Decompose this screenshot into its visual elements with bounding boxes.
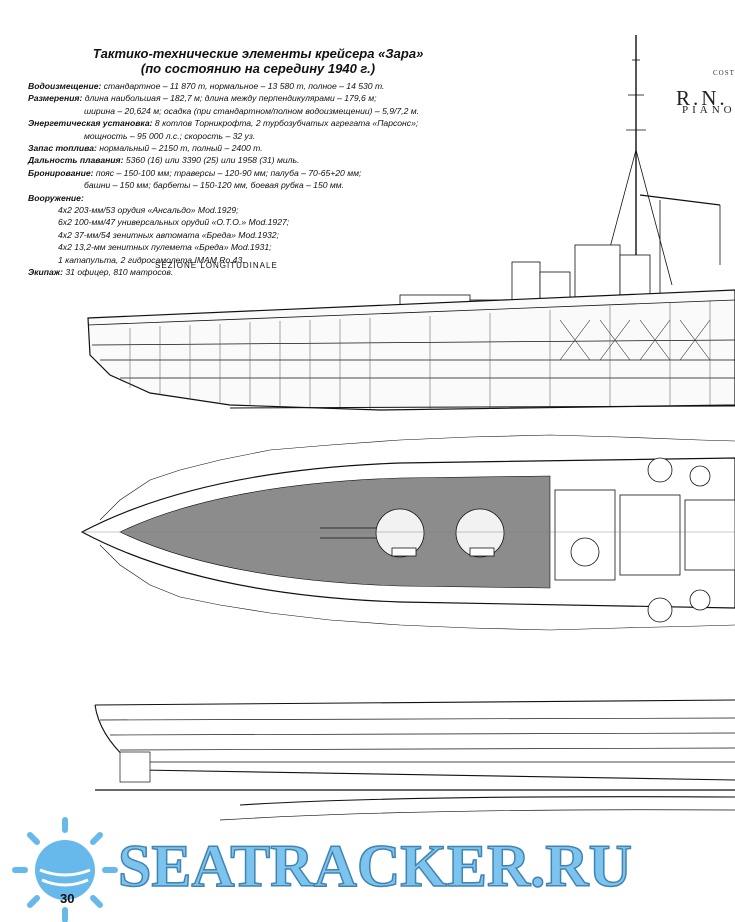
crew-label: Экипаж: [28, 267, 64, 278]
page-number: 30 [60, 891, 75, 906]
range-row: Дальность плавания: 5360 (16) или 3390 (… [28, 154, 448, 166]
lines-plan [94, 699, 735, 821]
fuel-label: Запас топлива: [28, 143, 97, 154]
range-label: Дальность плавания: [28, 155, 124, 166]
armament-item: 6х2 100-мм/47 универсальных орудий «О.Т.… [58, 217, 290, 228]
dimensions-label: Размерения: [28, 93, 83, 104]
crew-value: 31 офицер, 810 матросов. [63, 267, 174, 278]
armament-row: Вооружение: [28, 192, 448, 204]
dimensions-row: Размерения: длина наибольшая – 182,7 м; … [28, 92, 448, 104]
armament-item: 4х2 13,2-мм зенитных пулемета «Бреда» Mo… [58, 242, 272, 253]
fuel-value: нормальный – 2150 т, полный – 2400 т. [96, 143, 263, 154]
spec-title: Тактико-технические элементы крейсера «З… [68, 46, 448, 76]
longitudinal-section [87, 35, 735, 411]
armor-label: Бронирование: [28, 167, 94, 178]
sheet-title: R.N. [676, 86, 728, 110]
displacement-label: Водоизмещение: [28, 81, 102, 91]
watermark-text: SEATRACKER.RU [117, 832, 632, 900]
displacement-value: стандартное – 11 870 т, нормальное – 13 … [101, 81, 385, 91]
power-row: Энергетическая установка: 8 котлов Торни… [28, 117, 448, 129]
watermark-logo [12, 817, 118, 922]
section-label: SEZIONE LONGITUDINALE [155, 261, 278, 270]
armament-item: 4х2 203-мм/53 орудия «Ансальдо» Mod.1929… [58, 205, 239, 216]
armament-label: Вооружение: [28, 192, 84, 203]
power-label: Энергетическая установка: [28, 118, 153, 129]
armament-item: 4х2 37-мм/54 зенитных автомата «Бреда» M… [58, 229, 279, 240]
spec-block: Тактико-технические элементы крейсера «З… [28, 46, 448, 279]
displacement-row: Водоизмещение: стандартное – 11 870 т, н… [28, 80, 448, 92]
deck-plan [80, 434, 735, 631]
crew-row: Экипаж: 31 офицер, 810 матросов. [28, 266, 448, 278]
power-cont: мощность – 95 000 л.с.; скорость – 32 уз… [84, 130, 256, 141]
sheet-top-label: COST [713, 69, 735, 77]
armor-cont: башни – 150 мм; барбеты – 150-120 мм, бо… [84, 180, 345, 191]
dimensions-value: длина наибольшая – 182,7 м; длина между … [82, 93, 377, 104]
dimensions-cont: ширина – 20,624 м; осадка (при стандартн… [84, 105, 420, 116]
spec-title-line2: (по состоянию на середину 1940 г.) [140, 61, 376, 76]
power-value: 8 котлов Торникрофта, 2 турбозубчатых аг… [152, 118, 419, 129]
range-value: 5360 (16) или 3390 (25) или 1958 (31) ми… [123, 155, 300, 166]
fuel-row: Запас топлива: нормальный – 2150 т, полн… [28, 142, 448, 154]
armor-value: пояс – 150-100 мм; траверсы – 120-90 мм;… [93, 167, 362, 178]
sheet-subtitle: PIANO [682, 104, 735, 116]
spec-title-line1: Тактико-технические элементы крейсера «З… [92, 46, 424, 61]
armor-row: Бронирование: пояс – 150-100 мм; траверс… [28, 167, 448, 179]
armament-item: 1 катапульта, 2 гидросамолета IMAM Ro.43… [58, 254, 245, 265]
